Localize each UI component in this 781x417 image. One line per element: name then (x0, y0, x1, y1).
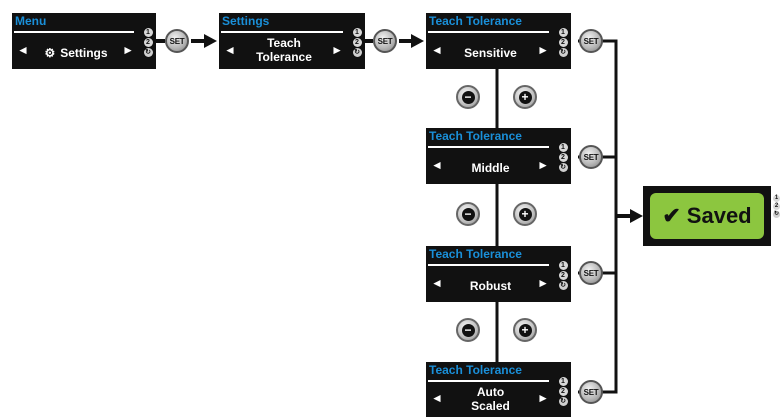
screen-title: Settings (222, 14, 270, 28)
screen-settings: Settings ◄ Teach Tolerance ► 1 2 ↻ (219, 13, 365, 69)
left-arrow-icon: ◄ (431, 276, 443, 290)
screen-title: Teach Tolerance (429, 247, 522, 261)
right-arrow-icon: ► (537, 158, 549, 172)
indicator-1-icon: 1 (558, 261, 568, 270)
screen-teach-sensitive: Teach Tolerance ◄ Sensitive ► 1 2 ↻ (426, 13, 571, 69)
plus-button[interactable]: + (513, 318, 537, 342)
screen-value: Teach Tolerance (237, 34, 331, 66)
right-arrow-icon: ► (537, 43, 549, 57)
right-arrow-icon: ► (122, 43, 134, 57)
screen-teach-robust: Teach Tolerance ◄ Robust ► 1 2 ↻ (426, 246, 571, 302)
right-arrow-icon: ► (331, 43, 343, 57)
indicator-1-icon: 1 (143, 28, 153, 37)
set-button-robust[interactable]: SET (579, 261, 603, 285)
minus-icon: − (461, 323, 475, 337)
indicator-2-icon: 2 (558, 387, 568, 396)
screen-title: Teach Tolerance (429, 129, 522, 143)
indicator-2-icon: 2 (773, 203, 780, 210)
indicator-stack: 1 2 ↻ (558, 28, 568, 57)
indicator-stack: 1 2 ↻ (558, 143, 568, 172)
indicator-1-icon: 1 (352, 28, 362, 37)
indicator-cycle-icon: ↻ (773, 211, 780, 218)
indicator-1-icon: 1 (558, 143, 568, 152)
screen-value-line2: Tolerance (256, 50, 312, 64)
title-rule (428, 380, 549, 382)
check-icon: ✔ (662, 203, 681, 228)
set-button-middle[interactable]: SET (579, 145, 603, 169)
left-arrow-icon: ◄ (431, 43, 443, 57)
title-rule (428, 31, 549, 33)
left-arrow-icon: ◄ (224, 43, 236, 57)
screen-title: Menu (15, 14, 47, 28)
title-rule (221, 31, 343, 33)
set-button-sensitive[interactable]: SET (579, 29, 603, 53)
minus-button[interactable]: − (456, 85, 480, 109)
set-button-settings[interactable]: SET (373, 29, 397, 53)
screen-value: ⚙ Settings (30, 39, 122, 66)
right-arrow-icon: ► (537, 391, 549, 405)
indicator-stack: 1 2 ↻ (558, 377, 568, 406)
right-arrow-icon: ► (537, 276, 549, 290)
title-rule (428, 264, 549, 266)
arrowhead-to-saved (630, 209, 643, 223)
screen-title: Teach Tolerance (429, 14, 522, 28)
minus-icon: − (461, 207, 475, 221)
screen-value: Sensitive (464, 45, 517, 60)
left-arrow-icon: ◄ (431, 391, 443, 405)
plus-button[interactable]: + (513, 85, 537, 109)
indicator-cycle-icon: ↻ (558, 48, 568, 57)
saved-banner: ✔ Saved (650, 193, 764, 239)
screen-teach-middle: Teach Tolerance ◄ Middle ► 1 2 ↻ (426, 128, 571, 184)
indicator-2-icon: 2 (143, 38, 153, 47)
indicator-2-icon: 2 (352, 38, 362, 47)
screen-teach-auto-scaled: Teach Tolerance ◄ Auto Scaled ► 1 2 ↻ (426, 362, 571, 417)
indicator-stack: 1 2 ↻ (352, 28, 362, 57)
screen-value-text: Settings (60, 45, 108, 60)
title-rule (428, 146, 549, 148)
indicator-cycle-icon: ↻ (143, 48, 153, 57)
minus-icon: − (461, 90, 475, 104)
connector-sensitive-bus (578, 39, 618, 394)
saved-label: Saved (686, 203, 752, 228)
indicator-2-icon: 2 (558, 38, 568, 47)
arrowhead-to-teach (411, 34, 424, 48)
plus-icon: + (518, 90, 532, 104)
plus-icon: + (518, 323, 532, 337)
set-button-auto-scaled[interactable]: SET (579, 380, 603, 404)
minus-button[interactable]: − (456, 318, 480, 342)
screen-value: Middle (471, 160, 510, 175)
indicator-cycle-icon: ↻ (352, 48, 362, 57)
saved-screen: ✔ Saved (643, 186, 771, 246)
indicator-cycle-icon: ↻ (558, 397, 568, 406)
gear-icon: ⚙ (44, 45, 56, 60)
indicator-1-icon: 1 (773, 195, 780, 202)
minus-button[interactable]: − (456, 202, 480, 226)
screen-value: Auto Scaled (444, 383, 537, 414)
indicator-1-icon: 1 (558, 28, 568, 37)
plus-icon: + (518, 207, 532, 221)
screen-value: Robust (469, 278, 512, 293)
indicator-stack: 1 2 ↻ (143, 28, 153, 57)
left-arrow-icon: ◄ (431, 158, 443, 172)
left-arrow-icon: ◄ (17, 43, 29, 57)
saved-indicator-stack: 1 2 ↻ (773, 195, 780, 218)
screen-value-line1: Auto (476, 384, 505, 399)
indicator-2-icon: 2 (558, 153, 568, 162)
arrowhead-to-settings (204, 34, 217, 48)
set-button-menu[interactable]: SET (165, 29, 189, 53)
indicator-1-icon: 1 (558, 377, 568, 386)
indicator-2-icon: 2 (558, 271, 568, 280)
title-rule (14, 31, 134, 33)
indicator-stack: 1 2 ↻ (558, 261, 568, 290)
screen-value-line1: Teach (267, 36, 301, 50)
screen-menu: Menu ◄ ⚙ Settings ► 1 2 ↻ (12, 13, 156, 69)
screen-value-line2: Scaled (471, 398, 510, 413)
indicator-cycle-icon: ↻ (558, 163, 568, 172)
screen-title: Teach Tolerance (429, 363, 522, 377)
plus-button[interactable]: + (513, 202, 537, 226)
indicator-cycle-icon: ↻ (558, 281, 568, 290)
